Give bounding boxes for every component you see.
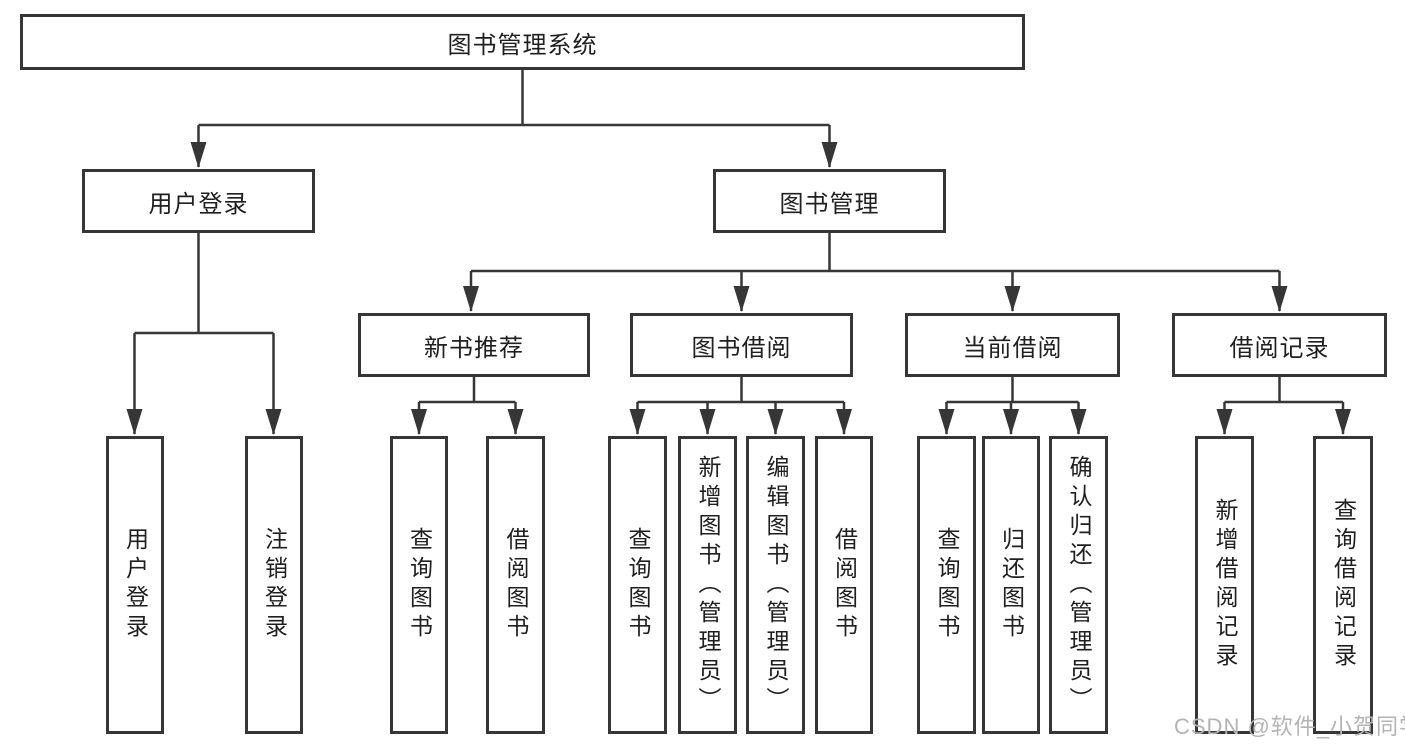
node-borrow-records: 借阅记录 xyxy=(1172,313,1387,377)
connector-new-book-split xyxy=(419,377,516,404)
node-current-borrow: 当前借阅 xyxy=(905,313,1120,377)
leaf-edit-book-admin: 编辑图书（管理员） xyxy=(746,436,805,734)
leaf-add-borrow-record: 新增借阅记录 xyxy=(1195,436,1254,734)
node-root: 图书管理系统 xyxy=(20,14,1025,70)
leaf-borrow-books-1: 借阅图书 xyxy=(486,436,545,734)
leaf-logout: 注销登录 xyxy=(245,436,303,734)
leaf-query-books-2: 查询图书 xyxy=(608,436,667,734)
node-book-borrow: 图书借阅 xyxy=(630,313,853,377)
leaf-query-books-1: 查询图书 xyxy=(390,436,448,734)
node-user-login: 用户登录 xyxy=(82,169,315,233)
node-new-book-recommend: 新书推荐 xyxy=(358,313,590,377)
leaf-borrow-books-2: 借阅图书 xyxy=(815,436,873,734)
connector-borrow-records-split xyxy=(1224,377,1343,404)
watermark: CSDN @软件_小贺同学 xyxy=(1174,714,1405,739)
leaf-add-book-admin: 新增图书（管理员） xyxy=(678,436,737,734)
leaf-return-book: 归还图书 xyxy=(982,436,1040,734)
leaf-query-books-3: 查询图书 xyxy=(917,436,976,734)
connector-root-to-level2 xyxy=(198,70,830,127)
connector-user-login-split xyxy=(134,233,274,335)
leaf-query-borrow-record: 查询借阅记录 xyxy=(1313,436,1373,734)
leaf-confirm-return-admin: 确认归还（管理员） xyxy=(1049,436,1108,734)
connector-book-borrow-split xyxy=(637,377,844,404)
connector-book-management-split xyxy=(471,233,1280,273)
leaf-user-login: 用户登录 xyxy=(106,436,164,734)
node-book-management: 图书管理 xyxy=(713,169,946,233)
connector-current-borrow-split xyxy=(946,377,1079,404)
